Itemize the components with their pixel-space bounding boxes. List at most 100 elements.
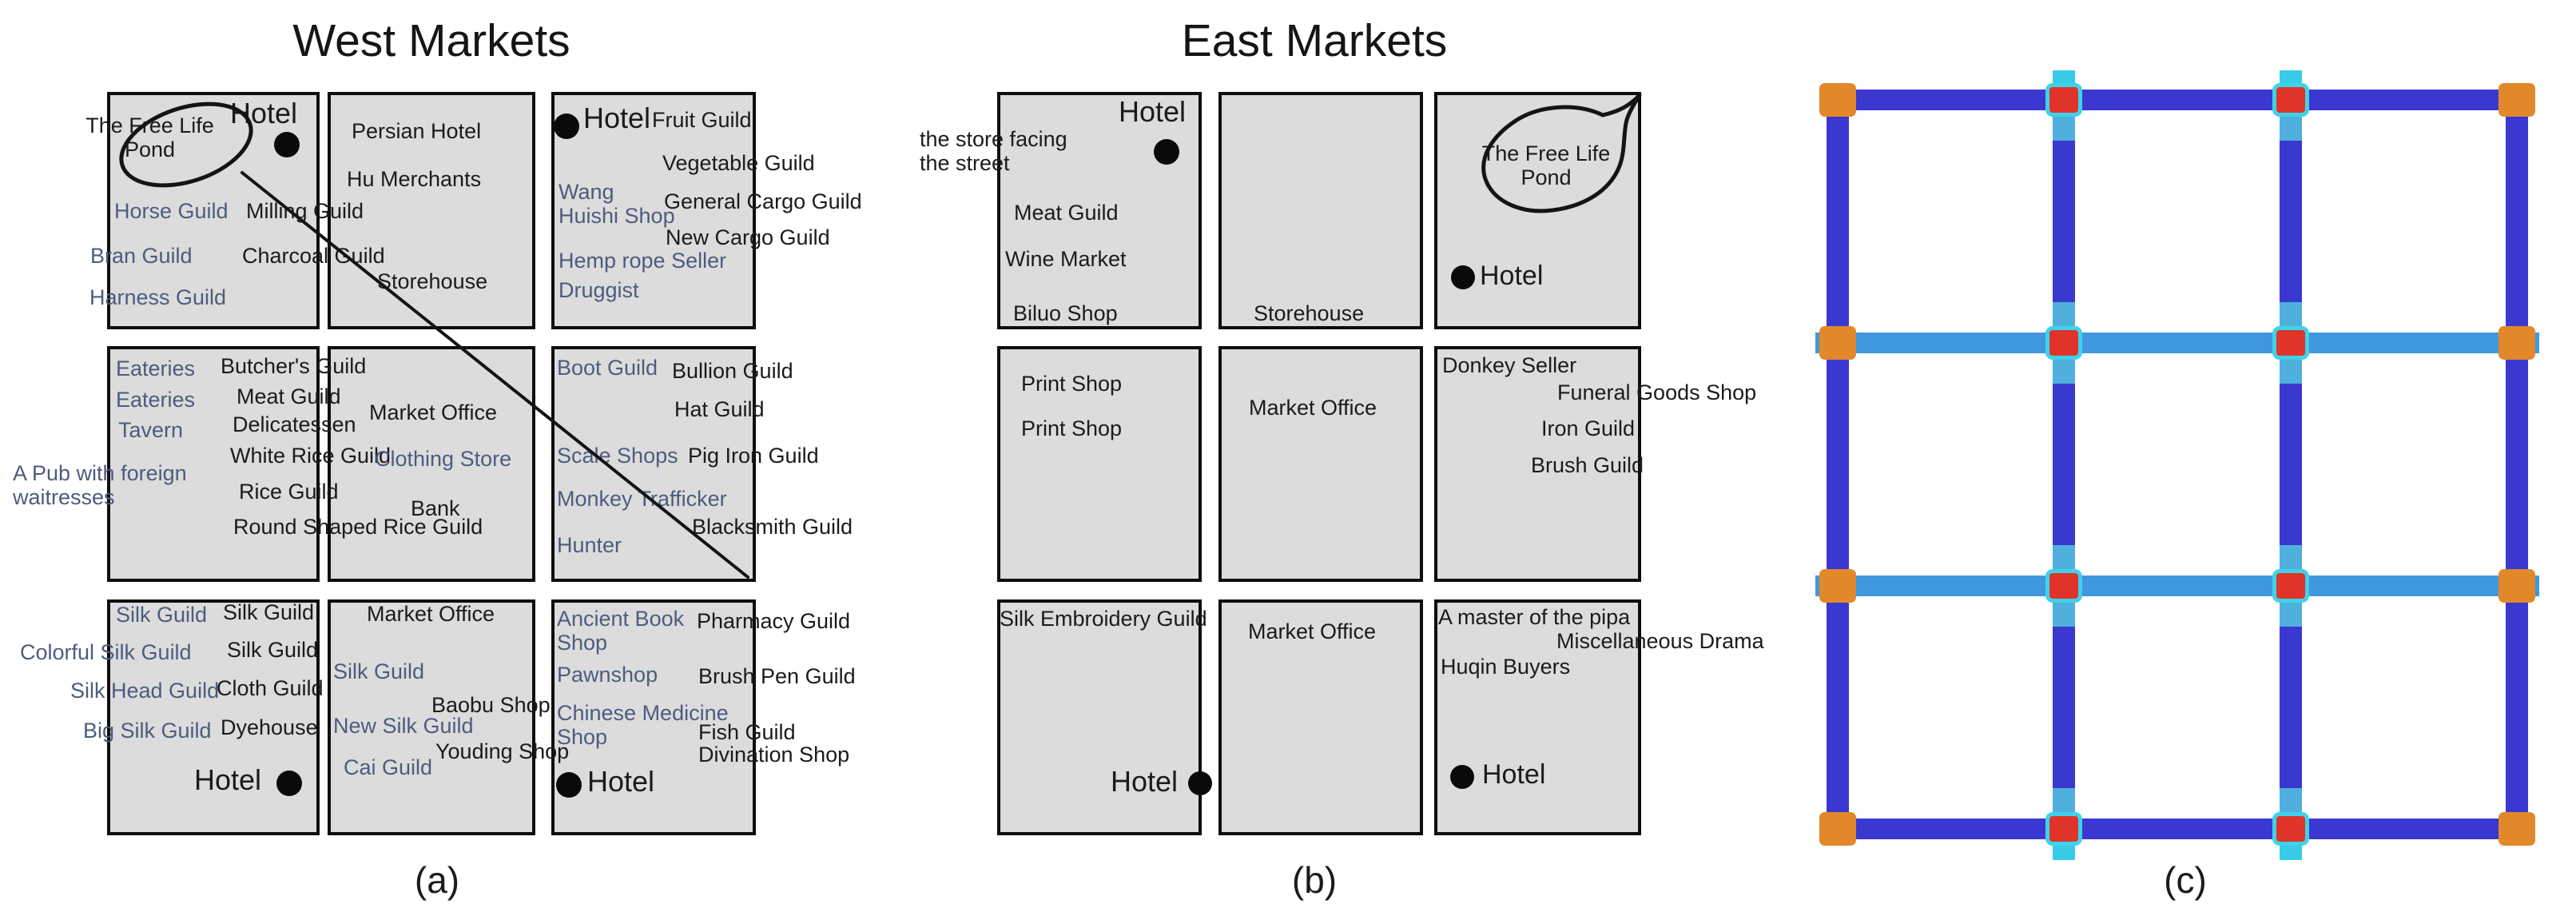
east-market-block: [1434, 599, 1641, 835]
map-label: White Rice Guild: [230, 444, 392, 468]
map-label: Chinese Medicine Shop: [557, 701, 729, 749]
east-markets-title: East Markets: [1181, 15, 1448, 66]
stub-tip: [2280, 846, 2302, 860]
intersection-node-orange: [1819, 812, 1856, 846]
east-market-block: [1218, 346, 1423, 582]
stub-tip: [2280, 70, 2302, 85]
intersection-node-red: [2272, 83, 2309, 117]
map-label: General Cargo Guild: [664, 189, 862, 213]
map-label: Miscellaneous Drama: [1556, 629, 1764, 653]
west-market-block: [551, 599, 756, 835]
map-label: Iron Guild: [1541, 416, 1636, 440]
map-label: Baobu Shop: [431, 693, 551, 717]
node-fringe: [2053, 360, 2075, 384]
map-label: Eateries: [116, 356, 196, 380]
map-label: Eateries: [116, 388, 196, 412]
map-label: Hunter: [557, 533, 622, 557]
map-label: Youding Shop: [435, 739, 570, 763]
node-fringe: [2280, 302, 2302, 326]
map-label: Meat Guild: [237, 384, 341, 408]
map-label: Rice Guild: [239, 480, 339, 504]
map-label: Fruit Guild: [652, 108, 752, 132]
map-label: Persian Hotel: [352, 119, 482, 143]
map-label: Print Shop: [1021, 416, 1123, 440]
map-label: Harness Guild: [89, 285, 227, 309]
intersection-node-red: [2045, 569, 2082, 603]
map-label: Hotel: [587, 765, 655, 798]
hotel-dot: [276, 771, 302, 796]
map-label: New Cargo Guild: [666, 225, 830, 249]
map-label: Silk Guild: [333, 659, 425, 683]
map-label: Divination Shop: [698, 743, 850, 767]
east-market-block: [997, 599, 1202, 835]
intersection-node-red: [2272, 812, 2309, 846]
map-label: Hotel: [583, 102, 651, 134]
map-label: Silk Embroidery Guild: [1000, 607, 1207, 631]
hotel-dot: [1154, 139, 1179, 165]
map-label: Brush Guild: [1531, 453, 1644, 477]
map-label: Cai Guild: [344, 755, 433, 779]
map-label: Delicatessen: [233, 412, 356, 436]
west-markets-title: West Markets: [292, 15, 570, 66]
node-fringe: [2280, 117, 2302, 141]
map-label: Clothing Store: [375, 447, 512, 471]
map-label: Hotel: [230, 97, 298, 129]
street-horizontal-1: [1827, 90, 2528, 110]
east-market-block: [1218, 599, 1423, 835]
map-label: Horse Guild: [114, 199, 229, 223]
street-vertical-1: [1827, 89, 1849, 840]
hotel-dot: [274, 132, 300, 157]
intersection-node-red: [2272, 569, 2309, 603]
map-label: The Free Life Pond: [85, 114, 214, 161]
street-horizontal-2: [1815, 333, 2539, 353]
map-label: Ancient Book Shop: [557, 607, 685, 655]
hotel-dot: [1188, 771, 1212, 795]
hotel-dot: [1451, 265, 1475, 289]
map-label: New Silk Guild: [333, 714, 474, 738]
east-market-block: [1434, 92, 1641, 329]
map-label: Meat Guild: [1014, 201, 1119, 225]
map-label: Hu Merchants: [347, 167, 482, 191]
street-vertical-2: [2053, 70, 2075, 860]
map-label: Bullion Guild: [672, 359, 793, 383]
map-label: Brush Pen Guild: [698, 664, 856, 688]
node-fringe: [2053, 603, 2075, 627]
intersection-node-red: [2045, 812, 2082, 846]
stub-tip: [2053, 70, 2075, 85]
node-fringe: [2053, 788, 2075, 812]
street-vertical-3: [2280, 70, 2302, 860]
intersection-node-orange: [1819, 326, 1856, 360]
map-label: Dyehouse: [221, 715, 318, 739]
map-label: A Pub with foreign waitresses: [13, 461, 187, 509]
node-fringe: [2280, 603, 2302, 627]
map-label: Print Shop: [1021, 372, 1123, 396]
map-label: A master of the pipa: [1438, 605, 1631, 629]
node-fringe: [2280, 545, 2302, 569]
map-label: Storehouse: [377, 269, 488, 293]
node-fringe: [2053, 117, 2075, 141]
map-label: Silk Guild: [116, 603, 208, 627]
map-label: Market Office: [369, 400, 498, 424]
map-label: Hemp rope Seller: [559, 249, 727, 273]
stub-tip: [2053, 846, 2075, 860]
node-fringe: [2280, 360, 2302, 384]
map-label: Butcher's Guild: [221, 354, 367, 378]
map-label: Blacksmith Guild: [692, 515, 853, 539]
node-fringe: [2280, 788, 2302, 812]
map-label: Wine Market: [1005, 247, 1127, 271]
map-label: Hotel: [194, 763, 262, 796]
map-label: Hat Guild: [674, 397, 765, 421]
hotel-dot: [556, 772, 582, 798]
west-market-block: [107, 599, 320, 835]
east-market-block: [1218, 92, 1423, 329]
east-market-block: [997, 346, 1202, 582]
map-label: Bank: [411, 496, 460, 520]
intersection-node-orange: [2498, 812, 2535, 846]
street-horizontal-3: [1815, 576, 2539, 596]
map-label: Storehouse: [1254, 301, 1365, 325]
map-label: Big Silk Guild: [83, 719, 212, 743]
map-label: Colorful Silk Guild: [20, 640, 192, 664]
map-label: Silk Guild: [223, 600, 315, 624]
intersection-node-orange: [2498, 569, 2535, 603]
